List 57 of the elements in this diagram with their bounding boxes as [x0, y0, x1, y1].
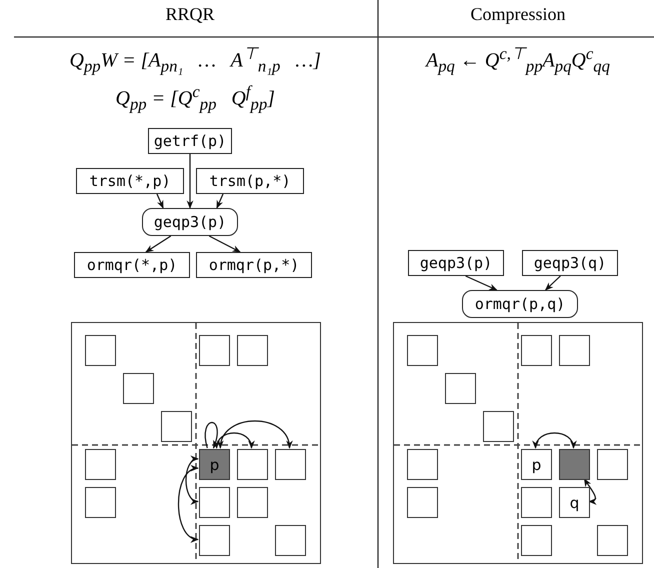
matrix-block: p: [521, 449, 552, 480]
column-heading: Compression: [470, 4, 566, 25]
matrix-block: [199, 487, 230, 518]
arrow: [465, 275, 498, 291]
matrix-block: [483, 411, 514, 442]
matrix-block: [521, 335, 552, 366]
matrix-block: [521, 525, 552, 556]
curved-arrow: [185, 457, 199, 504]
matrix-block: [597, 449, 628, 480]
arrow: [216, 194, 224, 209]
matrix-block: [123, 373, 154, 404]
matrix-block: [237, 335, 268, 366]
matrix-block: [275, 525, 306, 556]
task-box: ormqr(*,p): [74, 252, 190, 278]
curved-arrow: [584, 478, 597, 504]
task-box: getrf(p): [148, 128, 232, 154]
matrix-block: [237, 449, 268, 480]
rounded-task-box: ormqr(p,q): [462, 290, 578, 318]
matrix-block: [199, 525, 230, 556]
matrix-block: [85, 335, 116, 366]
column-heading: RRQR: [166, 4, 215, 25]
rounded-task-box: geqp3(p): [142, 208, 238, 236]
matrix-block: [559, 335, 590, 366]
equation: Q$_{pp}$ = [Q$^{c}$$_{pp}$ Q$^{f}$$_{pp}$]: [116, 82, 275, 115]
matrix-block: [85, 449, 116, 480]
task-box: trsm(*,p): [76, 168, 184, 194]
matrix-block: [445, 373, 476, 404]
arrow: [145, 236, 172, 252]
matrix-block: [161, 411, 192, 442]
curved-arrow: [218, 420, 292, 449]
curved-arrow: [204, 422, 220, 449]
task-box: geqp3(q): [522, 250, 618, 276]
matrix-block: p: [199, 449, 230, 480]
task-box: ormqr(p,*): [196, 252, 312, 278]
arrow: [156, 194, 164, 209]
curved-arrow: [214, 432, 254, 449]
matrix-panel: [71, 322, 321, 564]
matrix-block: [199, 335, 230, 366]
matrix-block: [85, 487, 116, 518]
task-box: trsm(p,*): [196, 168, 304, 194]
arrow: [186, 154, 194, 209]
matrix-block: [407, 335, 438, 366]
curved-arrow: [178, 466, 199, 542]
task-box: geqp3(p): [408, 250, 504, 276]
curved-arrow: [533, 432, 576, 449]
equation: Q$_{pp}$W = [A$_{pn₁}$ … A$^{⊤}$$_{n₁p}$ …]: [70, 44, 321, 77]
arrow: [208, 235, 241, 253]
matrix-block: [407, 487, 438, 518]
matrix-block: [521, 487, 552, 518]
matrix-block: q: [559, 487, 590, 518]
matrix-block: [275, 449, 306, 480]
matrix-block: [559, 449, 590, 480]
matrix-block: [407, 449, 438, 480]
matrix-block: [597, 525, 628, 556]
matrix-block: [237, 487, 268, 518]
matrix-panel: [393, 322, 643, 564]
arrow: [544, 276, 561, 291]
